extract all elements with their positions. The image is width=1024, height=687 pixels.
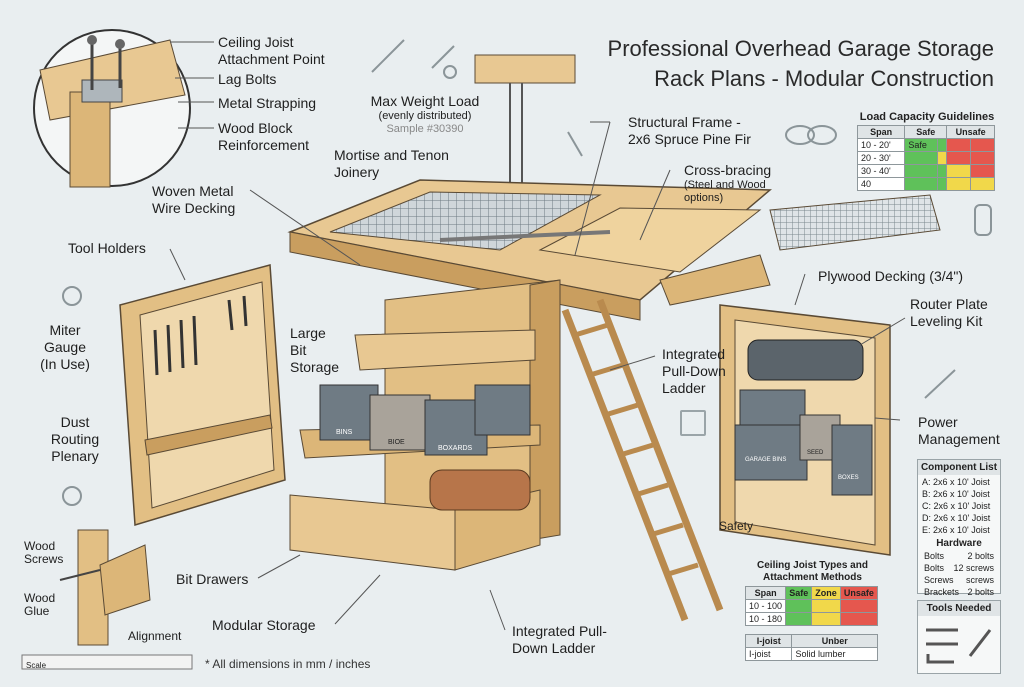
label-cross-bracing: Cross-bracing (Steel and Wood options) — [684, 162, 772, 204]
table-row: 10 - 100 — [744, 599, 879, 613]
pencil-icon — [371, 39, 956, 399]
leader-lines — [169, 41, 906, 631]
component-item: E: 2x6 x 10' Joist — [922, 525, 990, 535]
label-alignment: Alignment — [128, 629, 182, 643]
screw-icon — [59, 569, 101, 581]
label-lag-bolts: Lag Bolts — [218, 71, 277, 87]
tools-icons — [926, 628, 992, 664]
footnote: * All dimensions in mm / inches — [205, 657, 371, 671]
label-tool-holders: Tool Holders — [68, 240, 146, 256]
right-storage-cabinet — [719, 304, 891, 556]
joist-detail-inset — [33, 29, 191, 188]
component-item: D: 2x6 x 10' Joist — [922, 513, 991, 523]
component-list-panel: Component List A: 2x6 x 10' Joist B: 2x6… — [917, 459, 1001, 597]
title-line-1: Professional Overhead Garage Storage — [607, 36, 994, 61]
page-title: Professional Overhead Garage Storage Rac… — [608, 34, 994, 94]
label-max-weight: Max Weight Load (evenly distributed) Sam… — [370, 93, 480, 135]
pull-down-ladder — [561, 298, 724, 622]
bin-label: BOXARDS — [438, 445, 473, 452]
table-row: 40 — [856, 177, 995, 191]
table-row: 30 - 40' — [856, 164, 995, 178]
bin-label: BIOE — [388, 439, 405, 446]
goggles-icon — [785, 125, 837, 145]
component-item: B: 2x6 x 10' Joist — [922, 489, 990, 499]
title-line-2: Rack Plans - Modular Construction — [654, 66, 994, 91]
bin-label: BOXES — [838, 475, 859, 481]
component-item: C: 2x6 x 10' Joist — [922, 501, 991, 511]
wrench-icon — [968, 629, 992, 657]
label-structural-frame: Structural Frame -2x6 Spruce Pine Fir — [628, 114, 751, 147]
gear-icon — [62, 65, 457, 506]
bin-label: GARAGE BINS — [745, 457, 787, 463]
ceiling-beam — [474, 54, 576, 84]
label-metal-strapping: Metal Strapping — [218, 95, 317, 111]
storage-cabinet — [289, 279, 561, 571]
floppy-disk-icon — [680, 410, 706, 436]
component-item: A: 2x6 x 10' Joist — [922, 477, 990, 487]
bin-label: BINS — [336, 429, 353, 436]
bracket-icon — [926, 654, 954, 664]
glove-icon — [974, 204, 992, 236]
hardware-title: Hardware — [936, 538, 982, 549]
label-modular-storage: Modular Storage — [212, 617, 316, 633]
bin-label: SEED — [807, 450, 824, 456]
joint-detail — [59, 529, 151, 646]
label-bit-drawers: Bit Drawers — [176, 571, 249, 587]
table-row: 10 - 20'Safe — [856, 138, 995, 152]
table-row: 10 - 180 — [744, 612, 879, 626]
tools-needed-panel: Tools Needed — [917, 600, 1001, 674]
label-plywood-decking: Plywood Decking (3/4") — [818, 268, 964, 284]
load-table-title: Load Capacity Guidelines — [859, 111, 995, 123]
label-safety: Safety — [719, 519, 754, 533]
table-row: 20 - 30' — [856, 151, 995, 165]
label-scale: Scale — [26, 661, 47, 670]
tool-holder-cabinet — [119, 264, 286, 526]
scale-ruler — [21, 654, 193, 670]
tools-needed-title: Tools Needed — [918, 601, 1000, 616]
label-bottom-ladder: Integrated Pull-Down Ladder — [512, 623, 607, 656]
component-list-title: Component List — [918, 460, 1000, 475]
